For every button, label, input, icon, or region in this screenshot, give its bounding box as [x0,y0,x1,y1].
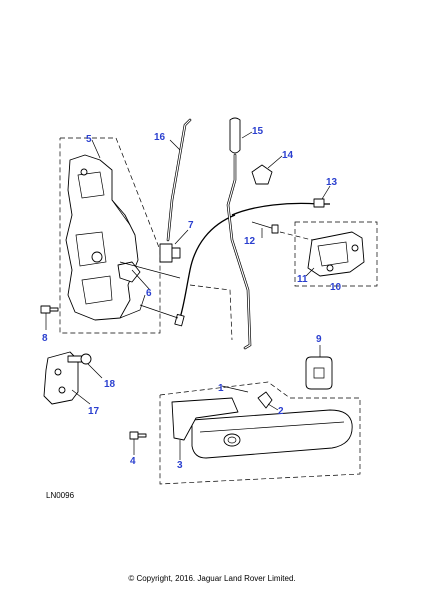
cable-13 [231,185,331,216]
rod-16-shape [166,118,192,242]
callout-6: 6 [146,288,152,299]
screw-4-head [129,431,139,440]
callout-2: 2 [278,406,284,417]
clip-14 [251,155,283,185]
leader-14 [267,155,283,169]
rod-15 [189,117,253,350]
rod-16 [166,118,192,242]
leader-7 [174,229,189,245]
leader-13 [321,185,331,200]
door-handle-grip [191,409,353,459]
bolt-18 [67,353,103,379]
callout-14: 14 [282,150,294,161]
latch-group-dashed-box [59,137,161,334]
screw-4-shank [137,433,147,438]
handle-group-dashed-box [159,381,361,485]
callout-15: 15 [252,126,264,137]
callout-1: 1 [218,383,224,394]
exterior-handle-group [159,381,361,485]
callout-8: 8 [42,333,48,344]
clip-2 [257,391,273,409]
screw-head [40,305,51,314]
leader-16 [169,139,181,151]
leader-15 [241,131,253,139]
callout-7: 7 [188,220,194,231]
screw-4 [129,431,147,455]
release-cable-line [179,214,236,319]
leader-1 [221,385,249,393]
hinge-17 [43,351,91,405]
cable-13-fitting [313,198,325,208]
screw-shank [49,307,59,312]
lock-barrel [223,433,241,447]
callout-5: 5 [86,134,92,145]
callout-4: 4 [130,456,136,467]
cable-end-fitting [174,313,185,327]
handle-carrier [171,397,239,441]
rod-15-shape [226,153,252,350]
bezel-9-body [305,356,333,390]
callout-12: 12 [244,236,256,247]
callout-17: 17 [88,406,100,417]
callout-16: 16 [154,132,166,143]
rod-15-grip [229,117,241,154]
callout-18: 18 [104,379,116,390]
callout-9: 9 [316,334,322,345]
bolt-18-head [80,353,92,365]
callout-13: 13 [326,177,338,188]
hinge-17-body [43,351,79,405]
latch-assembly-group [59,137,161,334]
callout-10: 10 [330,282,342,293]
release-group-dashed-box [294,221,378,287]
bezel-9 [305,345,333,390]
copyright-notice: © Copyright, 2016. Jaguar Land Rover Lim… [128,574,295,583]
latch-rivet [80,168,88,176]
release-cable [119,214,236,327]
clip-14-body [251,164,273,185]
leader-5 [91,139,101,159]
leader-2 [267,403,279,411]
callout-3: 3 [177,460,183,471]
release-mechanism-plate [307,231,365,277]
door-latch-body [65,154,139,321]
pin-12 [251,221,279,238]
release-mechanism-group [279,221,378,287]
screw-8 [40,305,59,330]
latch-lever [117,261,141,283]
leader-18 [87,363,103,379]
leader-6 [131,269,151,291]
latch-body-detail [75,171,113,305]
latch-edge-lines [111,199,146,319]
clip-body [159,243,173,263]
latch-pivot [91,251,103,263]
leader-17 [71,389,91,405]
diagram-reference-code: LN0096 [46,491,75,500]
leader-11 [305,267,315,277]
callout-11: 11 [297,274,308,285]
clip-7 [159,229,189,263]
pin-12-head [271,224,279,234]
